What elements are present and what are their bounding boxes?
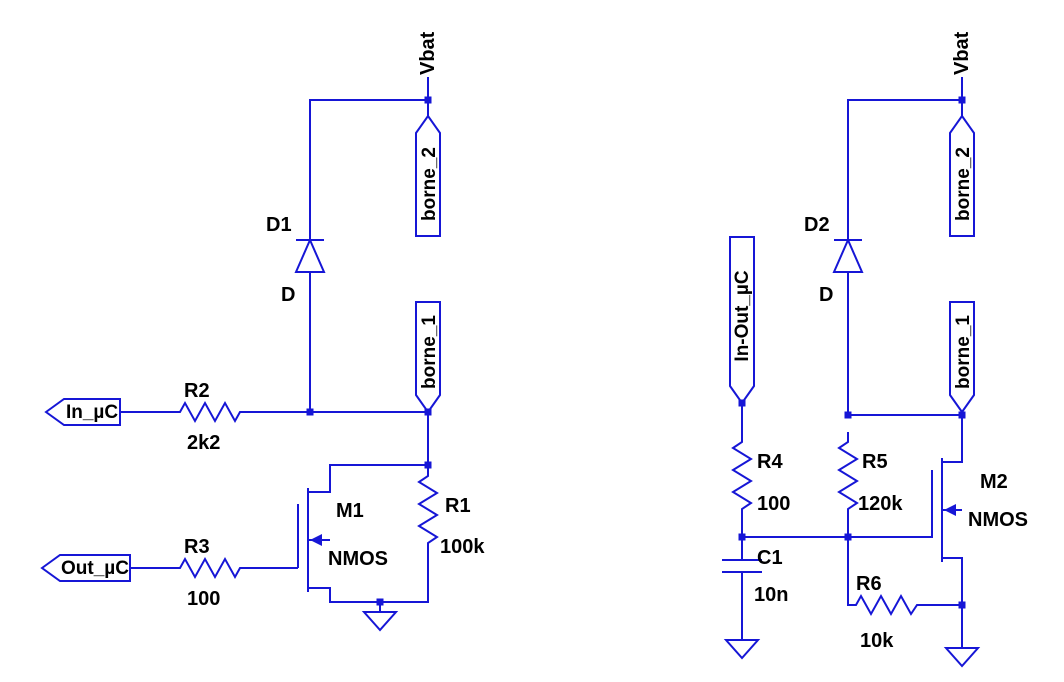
resistor-zigzag [417, 465, 439, 555]
resistor-r5[interactable] [837, 432, 859, 522]
port-label: borne_2 [953, 147, 974, 221]
d1-value-label: D [281, 284, 295, 306]
port-label: borne_1 [419, 315, 440, 389]
junction-dot [958, 411, 966, 419]
c1-name-label: C1 [757, 547, 783, 569]
capacitor-c1[interactable] [722, 559, 762, 573]
resistor-zigzag [170, 400, 250, 424]
port-label: borne_2 [419, 147, 440, 221]
resistor-r2[interactable] [170, 400, 250, 424]
port-borne1-right[interactable]: borne_1 [949, 301, 975, 414]
junction-dot [424, 461, 432, 469]
port-outline [44, 398, 121, 426]
junction-dot [424, 408, 432, 416]
wires-left[interactable] [119, 77, 429, 613]
r6-name-label: R6 [856, 573, 882, 595]
r1-name-label: R1 [445, 495, 471, 517]
port-in-uc[interactable]: In_µC [44, 398, 121, 426]
mosfet-body [931, 458, 962, 562]
port-borne2-left[interactable]: borne_2 [415, 114, 441, 237]
d2-name-label: D2 [804, 214, 830, 236]
junction-dot [958, 601, 966, 609]
junction-dot [844, 533, 852, 541]
junction-dot [424, 96, 432, 104]
mosfet-arrow [310, 534, 322, 546]
port-outline [949, 301, 975, 414]
r3-name-label: R3 [184, 536, 210, 558]
r3-value-label: 100 [187, 588, 220, 610]
r5-value-label: 120k [858, 493, 903, 515]
resistor-r3[interactable] [170, 556, 250, 580]
port-borne2-right[interactable]: borne_2 [949, 114, 975, 237]
ground-triangle [361, 611, 399, 632]
mosfet-m1[interactable] [287, 488, 330, 592]
port-out-uc[interactable]: Out_µC [40, 554, 131, 582]
port-label: In_µC [66, 402, 118, 423]
junction-dot [306, 408, 314, 416]
ground-symbol-m2[interactable] [943, 647, 981, 668]
r4-value-label: 100 [757, 493, 790, 515]
junction-dots-left [306, 96, 432, 606]
resistor-r1[interactable] [417, 465, 439, 555]
circuit-right: Vbat borne_2 borne_1 In-Out_µC D2 D R4 1… [722, 31, 1028, 668]
c1-value-label: 10n [754, 584, 788, 606]
diode-triangle [294, 237, 326, 273]
net-flag-vbat-left[interactable]: Vbat [417, 31, 439, 75]
m2-name-label: M2 [980, 471, 1008, 493]
port-label: borne_1 [953, 315, 974, 389]
m1-value-label: NMOS [328, 548, 388, 570]
net-flag-vbat-right[interactable]: Vbat [951, 31, 973, 75]
diode-triangle [832, 237, 864, 273]
r4-name-label: R4 [757, 451, 783, 473]
d2-value-label: D [819, 284, 833, 306]
port-outline [729, 236, 755, 405]
junction-dot [738, 399, 746, 407]
port-label: In-Out_µC [732, 270, 753, 361]
r2-value-label: 2k2 [187, 432, 220, 454]
resistor-r6[interactable] [848, 593, 925, 617]
r5-name-label: R5 [862, 451, 888, 473]
r6-value-label: 10k [860, 630, 894, 652]
r1-value-label: 100k [440, 536, 485, 558]
m2-value-label: NMOS [968, 509, 1028, 531]
port-outline [949, 114, 975, 237]
ground-triangle [723, 639, 761, 660]
mosfet-body [287, 488, 330, 592]
junction-dot [376, 598, 384, 606]
resistor-zigzag [848, 593, 925, 617]
m1-name-label: M1 [336, 500, 364, 522]
resistor-zigzag [731, 432, 753, 522]
junction-dot [738, 533, 746, 541]
r2-name-label: R2 [184, 380, 210, 402]
circuit-left: Vbat borne_2 borne_1 D1 D In_µC R2 2k2 [40, 31, 485, 632]
port-label: Out_µC [61, 558, 129, 579]
junction-dot [844, 411, 852, 419]
port-outline [415, 301, 441, 414]
resistor-r4[interactable] [731, 432, 753, 522]
capacitor-plates [722, 559, 762, 573]
junction-dot [958, 96, 966, 104]
mosfet-m2[interactable] [931, 458, 962, 562]
resistor-zigzag [837, 432, 859, 522]
resistor-zigzag [170, 556, 250, 580]
diode-d2[interactable] [832, 237, 864, 273]
port-outline [415, 114, 441, 237]
ground-symbol-c1[interactable] [723, 639, 761, 660]
mosfet-arrow [944, 504, 956, 516]
d1-name-label: D1 [266, 214, 292, 236]
port-inout-uc[interactable]: In-Out_µC [729, 236, 755, 405]
ground-triangle [943, 647, 981, 668]
ground-symbol-left[interactable] [361, 611, 399, 632]
diode-d1[interactable] [294, 237, 326, 273]
junction-dots-right [738, 96, 966, 609]
port-outline [40, 554, 131, 582]
port-borne1-left[interactable]: borne_1 [415, 301, 441, 414]
